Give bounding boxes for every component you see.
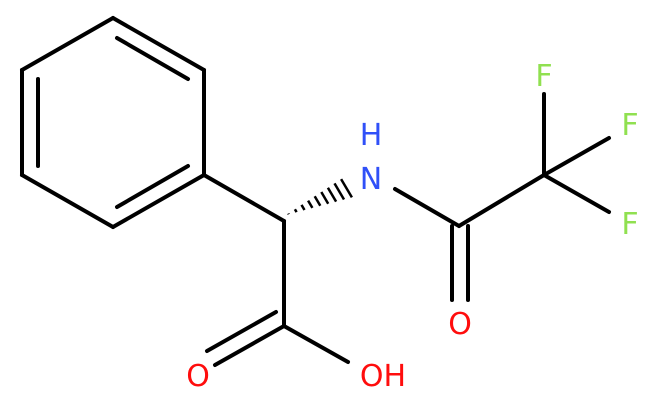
bond-carboxyl-double-o-a	[215, 326, 284, 365]
hydrogen-atom-label: H	[360, 118, 383, 153]
bond-ring-to-alpha-carbon	[204, 175, 284, 221]
carboxyl-oxygen-atom-label: O	[186, 359, 210, 394]
ring-inner-bond-2	[117, 166, 188, 207]
ring-bond-4	[22, 175, 113, 227]
bond-carboxyl-double-o-b	[207, 312, 276, 351]
amide-oxygen-atom-label: O	[448, 307, 472, 342]
bond-cf3-f2	[544, 138, 609, 175]
fluorine-atom-label-middle: F	[621, 108, 638, 143]
bond-n-to-carbonyl-carbon	[395, 189, 459, 226]
bond-cf3-f3	[544, 175, 609, 212]
ring-inner-bond-1	[117, 38, 188, 79]
hashed-wedge-bond	[288, 179, 352, 214]
fluorine-atom-label-top: F	[535, 59, 552, 94]
hydroxyl-group-label: OH	[360, 359, 406, 394]
bond-carbonyl-to-cf3-carbon	[459, 175, 544, 226]
nitrogen-atom-label: N	[360, 162, 382, 197]
bond-carboxyl-oh	[284, 326, 348, 362]
fluorine-atom-label-bottom: F	[621, 207, 638, 242]
ring-bond-6	[22, 18, 113, 70]
